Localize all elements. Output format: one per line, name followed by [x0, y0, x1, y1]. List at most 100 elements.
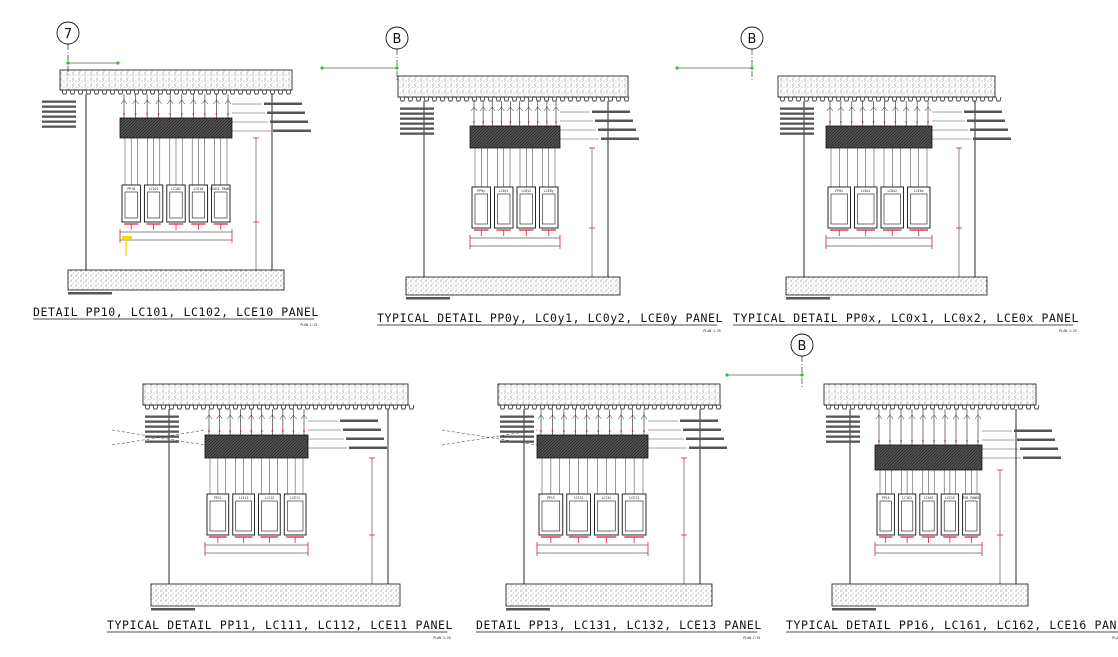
floor-slab: [405, 276, 621, 296]
electrical-panel: [188, 184, 209, 223]
red-node: [597, 430, 600, 432]
red-node: [540, 430, 542, 432]
panel-label: LCE10: [194, 187, 204, 191]
annotation-text: [826, 420, 860, 423]
electrical-panel: [211, 184, 231, 223]
conduit-bend: [201, 99, 209, 105]
panel-door: [147, 191, 161, 219]
red-node: [180, 113, 183, 115]
red-node: [850, 121, 853, 123]
conduit-bend: [300, 414, 308, 420]
red-node: [527, 121, 530, 123]
red-node: [208, 430, 210, 432]
dashed-reference: [441, 429, 538, 446]
annotation-text: [267, 111, 305, 114]
panel-door: [597, 500, 616, 532]
electrical-panel: [907, 186, 931, 229]
red-node: [555, 121, 557, 123]
annotation-text: [780, 107, 814, 110]
annotation-text: [343, 428, 381, 431]
red-node: [829, 121, 831, 123]
annotation-text: [1020, 447, 1058, 450]
electrical-panel: [232, 493, 255, 536]
conduit-bend: [572, 414, 579, 420]
detail-title: TYPICAL DETAIL PP0y, LC0y1, LC0y2, LCE0y…: [377, 311, 723, 325]
red-node: [585, 430, 588, 432]
panel-label: LC111: [239, 496, 249, 500]
grid-mark: 7: [64, 27, 72, 42]
annotation-text: [349, 446, 387, 449]
red-node: [545, 121, 548, 123]
panel-label: LC112: [265, 496, 275, 500]
annotation-text: [500, 420, 534, 423]
panel-door: [497, 193, 511, 225]
panel-door: [214, 191, 228, 219]
conduit-bend: [892, 106, 899, 112]
conduit-bend: [489, 106, 496, 112]
green-node: [675, 66, 679, 70]
red-node: [157, 113, 160, 115]
metal-deck: [498, 404, 722, 410]
panel-door: [943, 500, 956, 532]
panel-label: POS PANEL: [963, 496, 980, 500]
green-node: [66, 61, 70, 65]
panel-label: LC101: [149, 187, 159, 191]
conduit-bend: [224, 99, 232, 105]
annotation-text: [400, 107, 434, 110]
red-node: [292, 430, 295, 432]
panel-label: LC0y2: [521, 189, 531, 193]
cable-tray: [874, 444, 983, 471]
panel-door: [209, 500, 227, 532]
conduit-bend: [534, 106, 541, 112]
annotation-text: [686, 437, 724, 440]
electrical-panel: [621, 493, 647, 536]
red-node: [977, 440, 979, 442]
red-node: [227, 113, 229, 115]
green-node: [750, 66, 754, 70]
conduit-bend: [826, 106, 834, 112]
red-node: [509, 121, 512, 123]
conduit-bend: [848, 106, 855, 112]
conduit-bend: [178, 99, 185, 105]
panel-label: PP0y: [477, 189, 485, 193]
annotation-text: [592, 110, 630, 113]
annotation-text: [400, 127, 434, 130]
panel-door: [857, 193, 875, 225]
panel-door: [474, 193, 488, 225]
panel-label: PP16: [882, 496, 890, 500]
annotation-text: [145, 425, 179, 428]
conduit-bend: [886, 414, 894, 420]
annotation-text: [786, 297, 830, 300]
slab: [777, 75, 996, 98]
detail-title: DETAIL PP13, LC131, LC132, LCE13 PANEL: [476, 618, 762, 632]
conduit-bend: [279, 414, 287, 420]
scale-note: PLAN 1:25: [300, 323, 317, 327]
electrical-panel: [880, 186, 904, 229]
annotation-text: [506, 608, 550, 611]
red-node: [894, 121, 897, 123]
annotation-text: [973, 137, 1011, 140]
slab: [823, 383, 1037, 406]
detail-title: TYPICAL DETAIL PP11, LC111, LC112, LCE11…: [107, 618, 453, 632]
conduit-bend: [213, 99, 220, 105]
electrical-panel: [566, 493, 591, 536]
panel-door: [542, 193, 556, 225]
detail-title: TYPICAL DETAIL PP16, LC161, LC162, LCE16…: [786, 618, 1118, 632]
red-node: [916, 121, 919, 123]
conduit-bend: [543, 106, 551, 112]
red-node: [927, 121, 929, 123]
annotation-text: [598, 128, 636, 131]
annotation-text: [1023, 456, 1061, 459]
red-node: [271, 430, 274, 432]
conduit-bend: [930, 414, 938, 420]
panel-label: LCE11: [290, 496, 300, 500]
panel-door: [624, 500, 644, 532]
red-node: [933, 440, 935, 442]
electrical-panel: [539, 186, 559, 229]
annotation-text: [826, 440, 860, 443]
grid-mark: B: [393, 32, 402, 47]
electrical-panel: [143, 184, 164, 223]
